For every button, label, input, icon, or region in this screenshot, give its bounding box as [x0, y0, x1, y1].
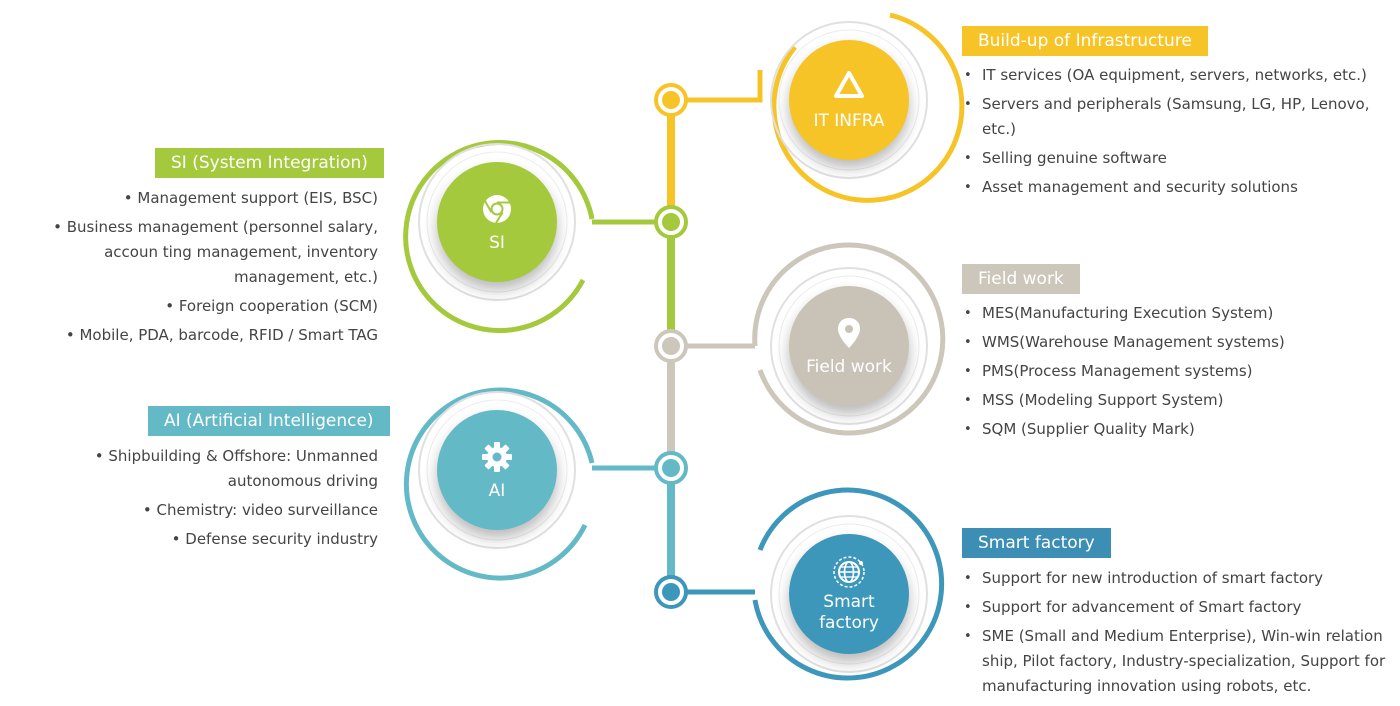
list-item-text: Asset management and security solutions — [982, 178, 1298, 196]
list-si: • Management support (EIS, BSC) • Busine… — [0, 186, 378, 352]
list-item-text: Support for new introduction of smart fa… — [982, 569, 1324, 587]
list-item-text: MES(Manufacturing Execution System) — [982, 304, 1274, 322]
list-item: •MES(Manufacturing Execution System) — [964, 304, 1274, 322]
list-item: • Business management (personnel salary,… — [53, 218, 378, 286]
list-item: •Asset management and security solutions — [964, 178, 1298, 196]
connector-infra — [671, 70, 763, 103]
list-item-text: Defense security industry — [185, 530, 378, 548]
list-item: • Management support (EIS, BSC) — [123, 189, 378, 207]
list-item-text: WMS(Warehouse Management systems) — [982, 333, 1285, 351]
list-infra: •IT services (OA equipment, servers, net… — [962, 63, 1394, 204]
inner-ring-si — [418, 143, 576, 301]
outer-ring-field — [752, 242, 946, 436]
list-item: • Mobile, PDA, barcode, RFID / Smart TAG — [65, 326, 378, 344]
hub-infra: IT INFRA — [789, 40, 909, 160]
list-item-text: SQM (Supplier Quality Mark) — [982, 420, 1195, 438]
hub-ai: AI — [437, 410, 557, 530]
hub-label: IT INFRA — [813, 110, 885, 131]
list-item-text: SME (Small and Medium Enterprise), Win-w… — [982, 627, 1386, 695]
hub-label: Field work — [806, 356, 892, 377]
list-item-text: Chemistry: video surveillance — [156, 501, 378, 519]
list-item: •SME (Small and Medium Enterprise), Win-… — [964, 627, 1386, 695]
list-item: •Support for advancement of Smart factor… — [964, 598, 1302, 616]
outer-ring-smart — [752, 487, 945, 681]
outer-ring-ai — [403, 387, 595, 581]
inner-ring-infra — [770, 21, 928, 179]
tag-infra: Build-up of Infrastructure — [962, 26, 1208, 56]
map-pin-icon — [838, 317, 860, 348]
drive-triangle-icon — [834, 70, 864, 98]
inner-ring-ai — [418, 391, 576, 549]
list-field: •MES(Manufacturing Execution System) •WM… — [962, 301, 1394, 446]
list-item: •MSS (Modeling Support System) — [964, 391, 1224, 409]
tag-smart: Smart factory — [962, 528, 1111, 558]
list-item-text: PMS(Process Management systems) — [982, 362, 1253, 380]
list-item: • Chemistry: video surveillance — [142, 501, 378, 519]
tag-si: SI (System Integration) — [155, 148, 384, 178]
outer-ring-infra — [771, 12, 965, 203]
globe-icon — [833, 556, 865, 588]
hub-label: Smart factory — [819, 592, 879, 633]
hub-field: Field work — [789, 286, 909, 406]
inner-ring-field — [770, 267, 928, 425]
hub-si: SI — [437, 162, 557, 282]
list-smart: •Support for new introduction of smart f… — [962, 566, 1394, 703]
tag-ai: AI (Artificial Intelligence) — [148, 406, 390, 436]
tag-field: Field work — [962, 264, 1080, 294]
list-item-text: Servers and peripherals (Samsung, LG, HP… — [982, 95, 1370, 138]
list-item-text: Management support (EIS, BSC) — [137, 189, 378, 207]
list-item: • Foreign cooperation (SCM) — [165, 297, 378, 315]
list-item: •Support for new introduction of smart f… — [964, 569, 1324, 587]
list-item: •WMS(Warehouse Management systems) — [964, 333, 1285, 351]
list-item-text: Shipbuilding & Offshore: Unmanned autono… — [108, 447, 378, 490]
chrome-icon — [483, 194, 511, 224]
list-item-text: Business management (personnel salary, a… — [66, 218, 378, 286]
list-item-text: Support for advancement of Smart factory — [982, 598, 1302, 616]
gear-icon — [482, 441, 512, 472]
list-item-text: MSS (Modeling Support System) — [982, 391, 1224, 409]
inner-ring-smart — [770, 515, 928, 673]
list-item-text: Selling genuine software — [982, 149, 1167, 167]
hub-smart: Smart factory — [789, 534, 909, 654]
list-item: •IT services (OA equipment, servers, net… — [964, 66, 1367, 84]
hub-label: AI — [488, 480, 506, 501]
list-item: • Shipbuilding & Offshore: Unmanned auto… — [94, 447, 378, 490]
list-item: •SQM (Supplier Quality Mark) — [964, 420, 1195, 438]
list-item-text: Mobile, PDA, barcode, RFID / Smart TAG — [79, 326, 378, 344]
list-item: •Servers and peripherals (Samsung, LG, H… — [964, 95, 1370, 138]
list-ai: • Shipbuilding & Offshore: Unmanned auto… — [60, 444, 378, 556]
list-item: •Selling genuine software — [964, 149, 1167, 167]
list-item: • Defense security industry — [171, 530, 378, 548]
list-item-text: Foreign cooperation (SCM) — [178, 297, 378, 315]
outer-ring-si — [403, 140, 595, 334]
list-item-text: IT services (OA equipment, servers, netw… — [982, 66, 1367, 84]
hub-label: SI — [489, 232, 505, 253]
list-item: •PMS(Process Management systems) — [964, 362, 1253, 380]
